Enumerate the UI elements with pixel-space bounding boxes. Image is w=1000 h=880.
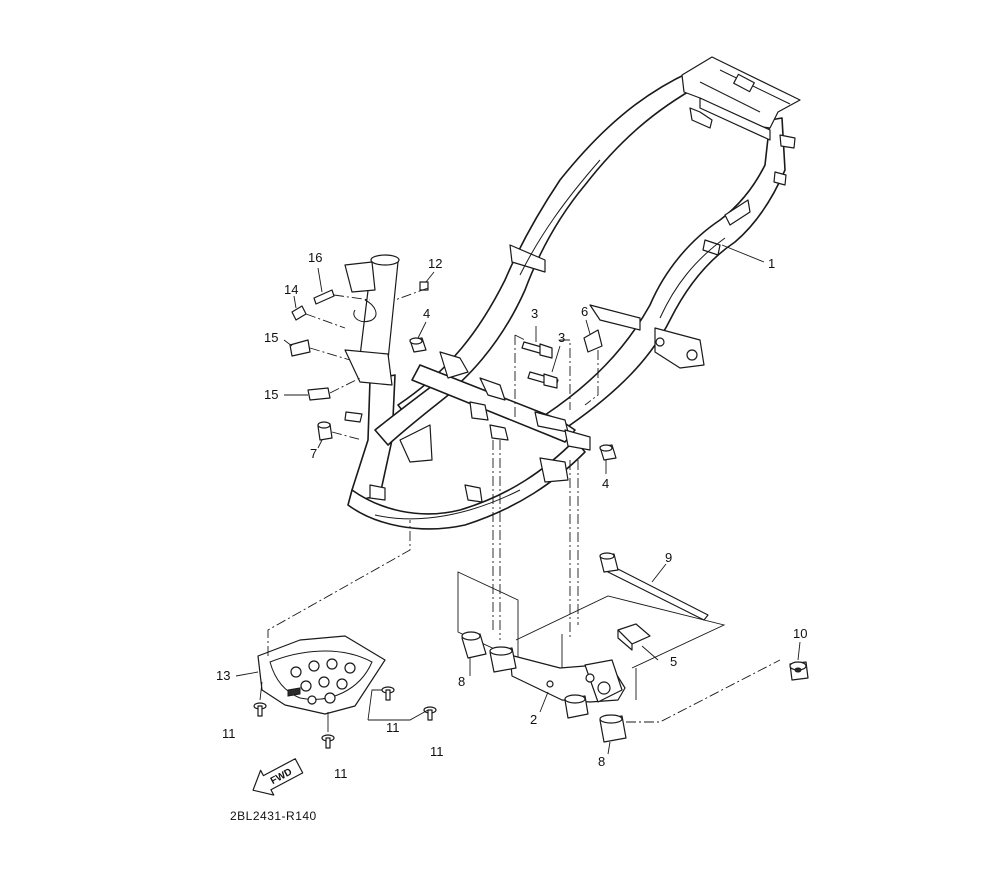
callout-15a: 15	[264, 330, 278, 345]
callout-11a: 11	[222, 726, 236, 741]
under-cover-plate	[257, 520, 411, 715]
screw-11-d	[423, 706, 437, 721]
callout-15b: 15	[264, 387, 278, 402]
nut-10	[789, 661, 809, 681]
callout-11c: 11	[386, 720, 400, 735]
screws-11	[253, 681, 437, 749]
part-14-label	[291, 305, 307, 321]
part-6-label	[583, 329, 603, 353]
bushing-8-front	[564, 694, 589, 719]
frame-fasteners	[317, 329, 617, 461]
bushing-8-left	[461, 631, 487, 659]
nut-4-upper	[409, 337, 427, 353]
fwd-arrow-icon: FWD	[252, 758, 304, 796]
part-15-pad-lower	[307, 387, 331, 401]
callout-12: 12	[428, 256, 442, 271]
bushing-8-right	[599, 714, 627, 743]
engine-mount-assembly	[457, 440, 809, 743]
part-15-pad-upper	[289, 339, 311, 357]
bushing-8-middle	[489, 646, 517, 673]
harness-clamp-parts	[289, 281, 429, 401]
callout-13: 13	[216, 668, 230, 683]
callout-4a: 4	[423, 306, 430, 321]
callout-1: 1	[768, 256, 775, 271]
damper-5	[617, 623, 651, 651]
collar-7	[317, 421, 333, 441]
callout-2: 2	[530, 712, 537, 727]
drawing-code: 2BL2431-R140	[230, 809, 317, 823]
callout-5: 5	[670, 654, 677, 669]
callout-3a: 3	[531, 306, 538, 321]
nut-4-lower	[599, 444, 617, 461]
callout-7: 7	[310, 446, 317, 461]
callout-11b: 11	[334, 766, 348, 781]
part-16-pad	[313, 289, 335, 305]
callout-14: 14	[284, 282, 298, 297]
callout-16: 16	[308, 250, 322, 265]
screw-11-a	[253, 702, 267, 717]
through-bolt-9	[599, 552, 709, 621]
callout-11d: 11	[430, 744, 444, 759]
callout-8a: 8	[458, 674, 465, 689]
callout-4b: 4	[602, 476, 609, 491]
bolt-3-b	[527, 371, 559, 389]
callout-labels: 1 2 3 3 4 4 5 6 7 8 8 9 10 11 11 11 11 1…	[216, 250, 807, 781]
main-frame	[344, 56, 801, 530]
callout-8b: 8	[598, 754, 605, 769]
callout-10: 10	[793, 626, 807, 641]
callout-3b: 3	[558, 330, 565, 345]
screw-11-c	[381, 686, 395, 701]
callout-9: 9	[665, 550, 672, 565]
callout-6: 6	[581, 304, 588, 319]
bolt-3-a	[521, 341, 553, 359]
leader-lines	[235, 244, 801, 755]
part-12-clip	[419, 281, 429, 291]
screw-11-b	[321, 734, 335, 749]
